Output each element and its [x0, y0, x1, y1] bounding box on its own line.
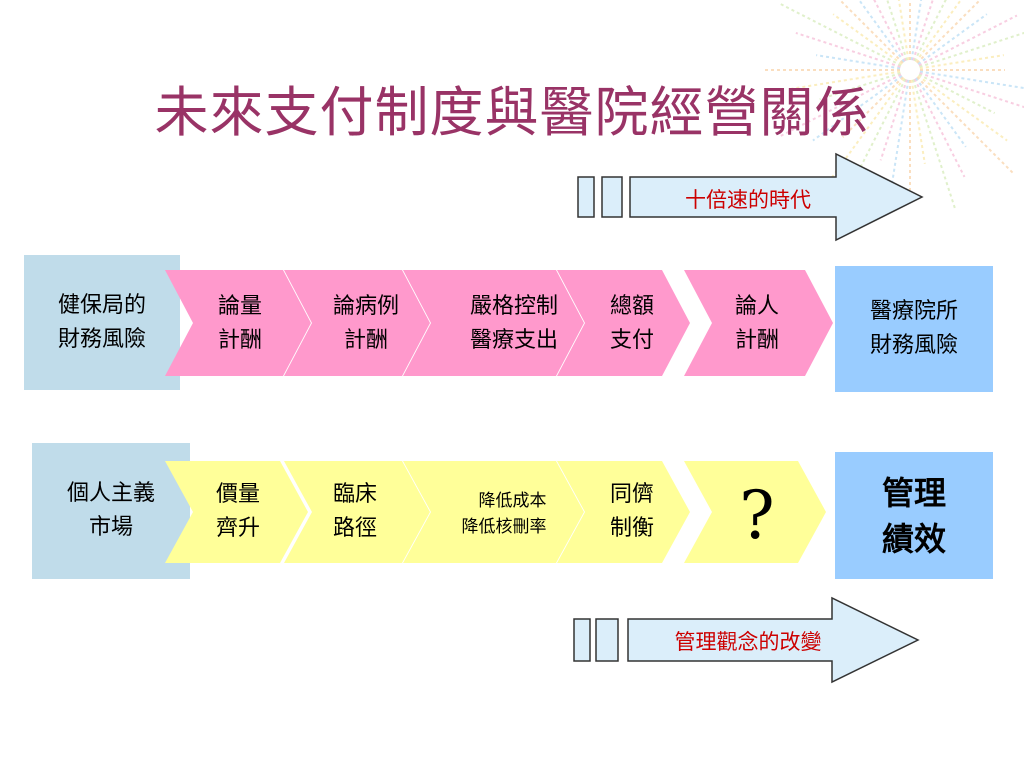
row2-step-3-line1: 降低成本 — [478, 491, 547, 511]
row1-step-5-line2: 計酬 — [734, 328, 779, 353]
firework-ray — [918, 14, 1018, 67]
firework-ray — [919, 72, 1024, 109]
row1-left-box: 健保局的財務風險 — [24, 255, 180, 390]
row2-step-3-line2: 降低核刪率 — [461, 517, 547, 537]
firework-ray — [832, 13, 903, 65]
firework-ray — [916, 0, 982, 64]
firework-ray — [879, 79, 908, 161]
page-title: 未來支付制度與醫院經營關係 — [154, 81, 870, 144]
row1-chevron-1 — [165, 270, 311, 376]
row2-right-line1: 管理 — [881, 473, 946, 512]
row2-left-box: 個人主義市場 — [32, 443, 190, 579]
row2-chevron-1 — [165, 461, 308, 563]
firework-ray — [919, 31, 1024, 68]
row1-right-line1: 醫療院所 — [869, 299, 958, 324]
firework-ray — [886, 79, 910, 214]
firework-ray — [917, 13, 988, 65]
row1-chevron-2 — [284, 270, 430, 376]
firework-ray — [912, 79, 956, 209]
row2-chevron-2 — [284, 461, 430, 563]
firework-ray — [913, 0, 947, 62]
row2-left-line2: 市場 — [88, 515, 133, 540]
row1-step-5-line1: 論人 — [734, 294, 779, 319]
firework-ray — [819, 72, 901, 101]
bottom-arrow-shape — [573, 596, 920, 684]
firework-ray — [823, 77, 905, 188]
row1-step-3-line1: 嚴格控制 — [469, 294, 558, 319]
firework-ray — [886, 0, 908, 61]
row1-step-1-line2: 計酬 — [217, 328, 262, 353]
firework-ray — [795, 31, 901, 68]
firework-ray — [854, 78, 907, 178]
firework-ray — [812, 75, 903, 142]
firework-ray — [917, 75, 1008, 142]
firework-ray — [915, 0, 963, 63]
firework-ray — [913, 78, 966, 178]
firework-ray — [918, 73, 996, 115]
firework-ray — [857, 0, 905, 63]
row1-left-line2: 財務風險 — [57, 326, 146, 352]
row1-step-1-line1: 論量 — [217, 294, 262, 319]
row2-step-1-line1: 價量 — [215, 482, 260, 507]
row1-right-line2: 財務風險 — [869, 333, 958, 358]
firework-ray — [816, 54, 901, 70]
row1-chevron-3 — [403, 270, 584, 376]
question-mark: ? — [739, 477, 775, 554]
firework-ray — [838, 0, 904, 64]
firework-decoration — [765, 0, 1024, 214]
firework-ray — [910, 79, 926, 164]
top-arrow: 十倍速的時代 — [577, 152, 928, 242]
row2-step-5: ? — [712, 476, 802, 556]
row2-step-4: 同儕制衡 — [584, 476, 680, 548]
bottom-arrow-label: 管理觀念的改變 — [674, 630, 822, 654]
firework-ray — [915, 77, 967, 148]
row2-chevron-5 — [684, 461, 826, 563]
firework-ray — [919, 54, 1004, 70]
row1-right-box: 醫療院所財務風險 — [835, 266, 993, 392]
row1-step-3-line2: 醫療支出 — [469, 328, 558, 353]
firework-ray — [780, 3, 902, 67]
firework-ray — [842, 76, 904, 138]
top-arrow-label: 十倍速的時代 — [685, 188, 811, 212]
row2-step-4-line1: 同儕 — [609, 482, 654, 507]
row1-step-2-line2: 計酬 — [343, 328, 388, 353]
row1-step-4: 總額支付 — [588, 288, 676, 360]
firework-ray — [873, 0, 907, 62]
row1-step-1: 論量計酬 — [190, 288, 290, 360]
firework-ray — [791, 70, 901, 90]
row2-right-line2: 績效 — [881, 519, 946, 558]
row1-chevron-5 — [684, 270, 833, 376]
row2-chevron-3 — [403, 461, 584, 563]
row2-step-2-line2: 路徑 — [332, 516, 377, 541]
row1-chevron-4 — [557, 270, 690, 376]
firework-ray — [919, 70, 1024, 90]
row1-step-3: 嚴格控制醫療支出 — [440, 288, 588, 360]
row2-step-2: 臨床路徑 — [305, 476, 405, 548]
row2-step-3: 降低成本降低核刪率 — [434, 484, 574, 544]
row2-chevron-4 — [557, 461, 690, 563]
row2-step-1: 價量齊升 — [188, 476, 288, 548]
row1-step-5: 論人計酬 — [712, 288, 802, 360]
row2-step-1-line2: 齊升 — [215, 516, 260, 541]
firework-ray — [910, 0, 923, 61]
top-arrow-shape — [577, 152, 924, 242]
row1-step-2-line1: 論病例 — [332, 294, 399, 319]
row2-right-box: 管理績效 — [835, 452, 993, 579]
row2-step-2-line1: 臨床 — [332, 482, 377, 507]
row1-step-2: 論病例計酬 — [312, 288, 420, 360]
bottom-arrow: 管理觀念的改變 — [573, 596, 924, 684]
row2-left-line1: 個人主義 — [66, 481, 155, 506]
firework-ray — [916, 76, 1014, 174]
row2-step-4-line2: 制衡 — [609, 516, 654, 541]
firework-ray — [780, 73, 902, 137]
row1-step-4-line1: 總額 — [609, 294, 654, 319]
row1-left-line1: 健保局的 — [57, 292, 146, 318]
row1-step-4-line2: 支付 — [609, 328, 654, 353]
